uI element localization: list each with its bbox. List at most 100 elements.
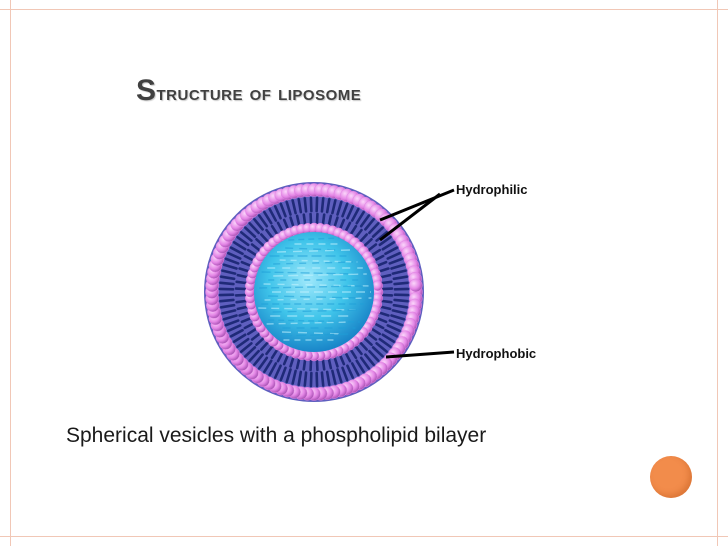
outer-lipid-tail bbox=[221, 309, 237, 315]
outer-lipid-tail bbox=[232, 333, 247, 343]
outer-lipid-tail bbox=[320, 371, 325, 387]
outer-lipid-tail bbox=[285, 368, 292, 384]
outer-lipid-tail bbox=[219, 275, 236, 281]
outer-lipid-tail bbox=[346, 205, 355, 220]
inner-lipid-tail bbox=[321, 213, 326, 226]
hydrophobic-pointer bbox=[385, 350, 455, 359]
inner-lipid-tail bbox=[321, 358, 326, 371]
frame-right-line bbox=[717, 0, 718, 546]
outer-lipid-tail bbox=[378, 235, 392, 247]
inner-lipid-tail bbox=[302, 358, 307, 371]
inner-lipid-tail bbox=[255, 336, 266, 346]
inner-lipid-tail bbox=[255, 238, 266, 248]
inner-lipid-tail bbox=[379, 273, 392, 279]
outer-lipid-tail bbox=[303, 371, 308, 387]
outer-lipid-tail bbox=[240, 342, 253, 353]
outer-lipid-tail bbox=[279, 202, 287, 218]
outer-lipid-tail bbox=[222, 263, 238, 270]
outer-lipid-tail bbox=[224, 257, 240, 265]
inner-lipid-tail bbox=[327, 214, 333, 227]
outer-lipid-tail bbox=[391, 269, 407, 275]
inner-lipid-tail bbox=[246, 327, 258, 336]
inner-lipid-tail bbox=[379, 305, 392, 311]
inner-lipid-tail bbox=[373, 254, 385, 262]
inner-lipid-tail bbox=[344, 221, 352, 233]
outer-lipid-tail bbox=[273, 205, 282, 220]
outer-lipid-tail bbox=[393, 298, 409, 303]
outer-lipid-tail bbox=[291, 199, 297, 215]
outer-lipid-tail bbox=[331, 199, 337, 215]
inner-head-layer bbox=[244, 222, 384, 362]
inner-lipid-tail bbox=[236, 305, 249, 311]
label-hydrophilic: Hydrophilic bbox=[456, 182, 528, 197]
slide-title: Structure of liposome bbox=[136, 74, 361, 108]
outer-lipid-tail bbox=[232, 241, 247, 251]
inner-lipid-tail bbox=[375, 316, 388, 324]
inner-lipid-tail bbox=[238, 267, 251, 273]
liposome-diagram: Hydrophilic Hydrophobic bbox=[200, 172, 600, 422]
outer-lipid-tail bbox=[350, 362, 360, 377]
inner-lipid-tail bbox=[265, 344, 274, 356]
inner-lipid-tail bbox=[358, 340, 368, 351]
outer-lipid-tail bbox=[268, 207, 278, 222]
liposome-illustration bbox=[204, 182, 455, 402]
core-streak bbox=[261, 271, 358, 275]
inner-lipid-tail bbox=[235, 280, 248, 285]
title-rest: tructure of liposome bbox=[156, 80, 362, 105]
outer-lipid-tail bbox=[364, 353, 375, 366]
outer-lipid-tail bbox=[240, 231, 253, 242]
hydrophilic-outer-pointer bbox=[379, 188, 455, 222]
core-streak bbox=[281, 331, 346, 335]
core-streak bbox=[282, 333, 349, 337]
outer-lipid-tail bbox=[384, 246, 399, 256]
outer-lipid-tail bbox=[384, 328, 399, 338]
core-streak bbox=[273, 261, 353, 265]
frame-left-line bbox=[10, 0, 11, 546]
inner-lipid-tail bbox=[380, 280, 393, 285]
inner-lipid-tail bbox=[373, 322, 385, 330]
outer-lipid-tail bbox=[227, 324, 242, 333]
inner-lipid-tail bbox=[358, 233, 368, 244]
inner-lipid-tail bbox=[327, 357, 333, 370]
core-streak bbox=[263, 283, 370, 287]
outer-lipid-tail bbox=[263, 210, 273, 225]
inner-lipid-tail bbox=[236, 273, 249, 279]
inner-lipid-tail bbox=[338, 218, 346, 231]
outer-lipid-tail bbox=[388, 257, 404, 265]
inner-lipid-tail bbox=[282, 218, 290, 231]
frame-top-line bbox=[0, 9, 728, 10]
outer-lipid-tail bbox=[219, 298, 235, 303]
outer-lipid-tail bbox=[325, 197, 331, 214]
core-streak bbox=[259, 285, 363, 289]
outer-lipid-tail bbox=[359, 356, 371, 370]
outer-lipid-tail bbox=[391, 309, 407, 315]
slide-corner-circle[interactable] bbox=[650, 456, 692, 498]
core-streak bbox=[285, 247, 338, 251]
outer-lipid-tail bbox=[355, 210, 365, 225]
outer-lipid-tail bbox=[390, 314, 406, 321]
outer-lipid-tail bbox=[273, 364, 282, 379]
inner-lipid-tail bbox=[238, 311, 251, 317]
inner-lipid-tail bbox=[243, 322, 255, 330]
inner-lipid-tail bbox=[265, 228, 274, 240]
outer-lipid-tail bbox=[350, 207, 360, 222]
outer-lipid-head bbox=[409, 278, 423, 293]
inner-lipid-tail bbox=[235, 299, 248, 304]
inner-lipid-tail bbox=[349, 348, 358, 360]
outer-lipid-tail bbox=[386, 251, 401, 260]
outer-lipid-tail bbox=[371, 346, 384, 358]
inner-lipid-tail bbox=[375, 260, 388, 268]
inner-lipid-tail bbox=[276, 221, 284, 233]
inner-lipid-tail bbox=[344, 351, 352, 363]
outer-lipid-tail bbox=[320, 197, 325, 213]
outer-lipid-tail bbox=[268, 362, 278, 377]
slide-caption: Spherical vesicles with a phospholipid b… bbox=[66, 424, 487, 447]
inner-lipid-tail bbox=[349, 224, 358, 236]
inner-lipid-tail bbox=[295, 214, 301, 227]
outer-lipid-tail bbox=[336, 368, 343, 384]
core-streak bbox=[268, 319, 360, 323]
liposome bbox=[204, 182, 424, 402]
outer-head-layer bbox=[205, 183, 423, 401]
core-streak bbox=[266, 321, 351, 325]
